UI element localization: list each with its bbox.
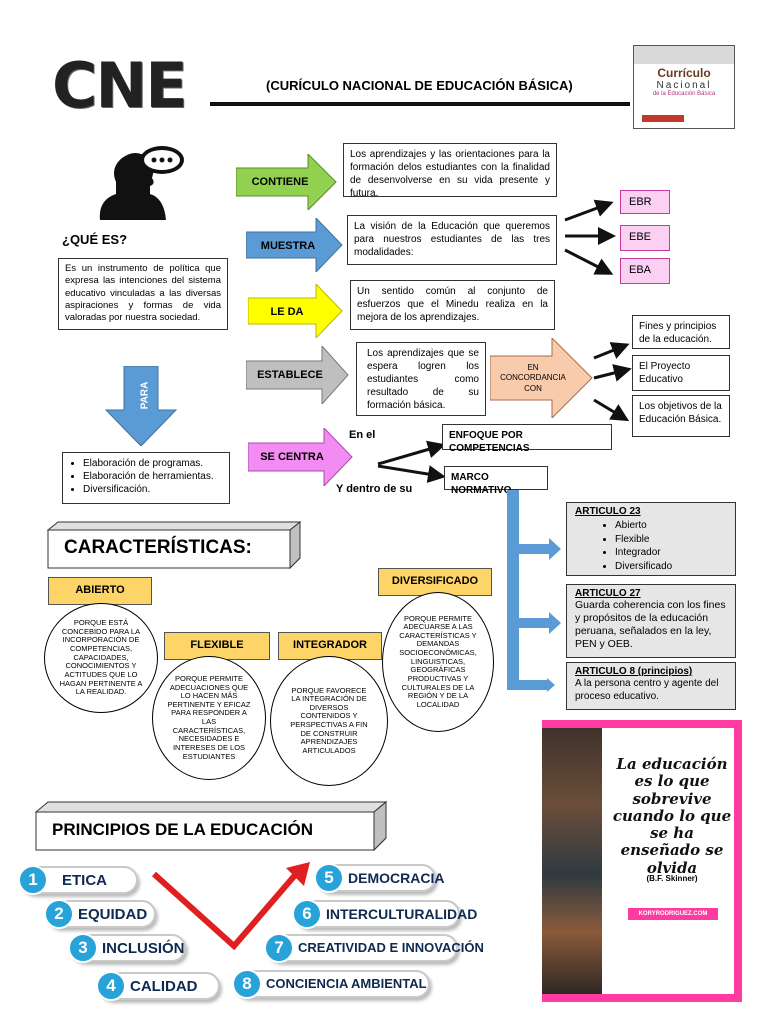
principios-banner-shape: [34, 800, 388, 852]
en-el-label: En el: [349, 429, 376, 441]
list-item: Elaboración de herramientas.: [83, 470, 223, 483]
muestra-label: MUESTRA: [260, 240, 316, 252]
se-centra-label: SE CENTRA: [260, 451, 324, 463]
se-centra-lines: [377, 440, 446, 483]
principios-check-arrow: [151, 862, 310, 951]
flexible-tag: FLEXIBLE: [164, 632, 270, 660]
para-arrow: [104, 366, 178, 446]
que-es-title: ¿QUÉ ES?: [62, 232, 128, 247]
contiene-text: Los aprendizajes y las orientaciones par…: [343, 143, 557, 199]
list-item: Diversificado: [615, 560, 727, 574]
concordancia-arrow: [490, 338, 593, 418]
number-badge: 3: [68, 933, 98, 963]
muestra-arrow: [246, 218, 343, 272]
thinking-person-icon: [99, 146, 184, 220]
principio-item: 5 DEMOCRACIA: [314, 863, 444, 893]
marco-box: MARCO NORMATIVO: [444, 466, 548, 496]
principio-item: 1 ETICA: [18, 865, 138, 895]
modalidad-ebr: EBR: [620, 190, 670, 214]
header-rule: [210, 102, 630, 106]
que-es-text: Es un instrumento de política que expres…: [58, 258, 228, 330]
marco-connector: [507, 490, 561, 692]
establece-text: Los aprendizajes que se espera logren lo…: [356, 342, 486, 416]
le-da-label: LE DA: [270, 306, 304, 318]
modalidad-ebe: EBE: [620, 225, 670, 251]
se-centra-arrow: [248, 428, 353, 486]
principio-item: 8 CONCIENCIA AMBIENTAL: [232, 969, 430, 999]
le-da-text: Un sentido común al conjunto de esfuerzo…: [350, 280, 555, 330]
caracteristicas-title: CARACTERÍSTICAS:: [64, 537, 252, 558]
concordancia-label: EN CONCORDANCIA CON: [500, 363, 566, 393]
number-badge: 6: [292, 899, 322, 929]
principios-title: PRINCIPIOS DE LA EDUCACIÓN: [52, 820, 314, 839]
enfoque-box: ENFOQUE POR COMPETENCIAS: [442, 424, 612, 454]
curriculum-cover: Currículo Nacional de la Educación Básic…: [633, 45, 735, 129]
abierto-oval: Porque está concebido para la incorporac…: [44, 603, 158, 713]
principio-label: EQUIDAD: [78, 906, 148, 923]
principio-item: 4 CALIDAD: [96, 971, 220, 1001]
articulo-text: Guarda coherencia con los fines y propós…: [575, 599, 726, 651]
muestra-text: La visión de la Educación que queremos p…: [347, 215, 557, 265]
articulo-title: ARTICULO 8 (principios): [575, 666, 693, 677]
number-badge: 7: [264, 933, 294, 963]
establece-label: ESTABLECE: [257, 369, 323, 381]
number-badge: 4: [96, 971, 126, 1001]
establece-arrow: [246, 346, 349, 404]
principio-item: 6 INTERCULTURALIDAD: [292, 899, 477, 929]
modalidades-arrows: [564, 199, 616, 275]
articulo-title: ARTICULO 23: [575, 506, 641, 517]
articulo-text: A la persona centro y agente del proceso…: [575, 678, 719, 702]
integrador-oval: Porque favorece la integración de divers…: [270, 656, 388, 786]
articulo-8-box: ARTICULO 8 (principios) A la persona cen…: [566, 662, 736, 710]
articulo-27-box: ARTICULO 27 Guarda coherencia con los fi…: [566, 584, 736, 658]
diversificado-tag: DIVERSIFICADO: [378, 568, 492, 596]
articulo-title: ARTICULO 27: [575, 588, 641, 599]
caracteristicas-banner-shape: [46, 520, 302, 570]
quote-site: KORYRODRIGUEZ.COM: [628, 908, 718, 920]
contiene-label: CONTIENE: [251, 176, 309, 188]
principio-label: CREATIVIDAD E INNOVACIÓN: [298, 940, 484, 955]
list-item: Elaboración de programas.: [83, 457, 223, 470]
concordancia-item: Fines y principios de la educación.: [632, 315, 730, 349]
para-list: Elaboración de programas. Elaboración de…: [62, 452, 230, 504]
principio-item: 2 EQUIDAD: [44, 899, 156, 929]
y-dentro-label: Y dentro de su: [336, 483, 413, 495]
modalidad-eba: EBA: [620, 258, 670, 284]
cne-logo: CNE: [52, 49, 188, 122]
number-badge: 5: [314, 863, 344, 893]
quote-text: La educación es lo que sobrevive cuando …: [612, 755, 732, 877]
bookshelf-photo: [542, 720, 602, 1002]
concordancia-item: Los objetivos de la Educación Básica.: [632, 395, 730, 437]
principio-item: 3 INCLUSIÓN: [68, 933, 186, 963]
number-badge: 8: [232, 969, 262, 999]
flexible-oval: Porque permite adecuaciones que lo hacen…: [152, 656, 266, 780]
list-item: Integrador: [615, 546, 727, 560]
le-da-arrow: [248, 284, 343, 338]
principio-item: 7 CREATIVIDAD E INNOVACIÓN: [264, 933, 484, 963]
integrador-tag: INTEGRADOR: [278, 632, 382, 660]
diversificado-oval: Porque permite adecuarse a las caracterí…: [382, 592, 494, 732]
page-title: (CURÍCULO NACIONAL DE EDUCACIÓN BÁSICA): [266, 78, 573, 93]
list-item: Diversificación.: [83, 483, 223, 496]
list-item: Abierto: [615, 519, 727, 533]
concordancia-arrows: [593, 342, 632, 422]
principio-label: INCLUSIÓN: [102, 940, 185, 957]
quote-author: (B.F. Skinner): [646, 874, 698, 883]
abierto-tag: ABIERTO: [48, 577, 152, 605]
principio-label: CONCIENCIA AMBIENTAL: [266, 976, 427, 991]
quote-card: La educación es lo que sobrevive cuando …: [542, 720, 742, 1002]
contiene-arrow: [236, 154, 337, 210]
principio-label: ETICA: [62, 872, 107, 889]
number-badge: 2: [44, 899, 74, 929]
concordancia-item: El Proyecto Educativo: [632, 355, 730, 391]
articulo-23-box: ARTICULO 23 Abierto Flexible Integrador …: [566, 502, 736, 576]
principio-label: CALIDAD: [130, 978, 198, 995]
principio-label: INTERCULTURALIDAD: [326, 906, 478, 922]
para-label: PARA: [139, 381, 151, 410]
principio-label: DEMOCRACIA: [348, 870, 445, 886]
number-badge: 1: [18, 865, 48, 895]
list-item: Flexible: [615, 533, 727, 547]
